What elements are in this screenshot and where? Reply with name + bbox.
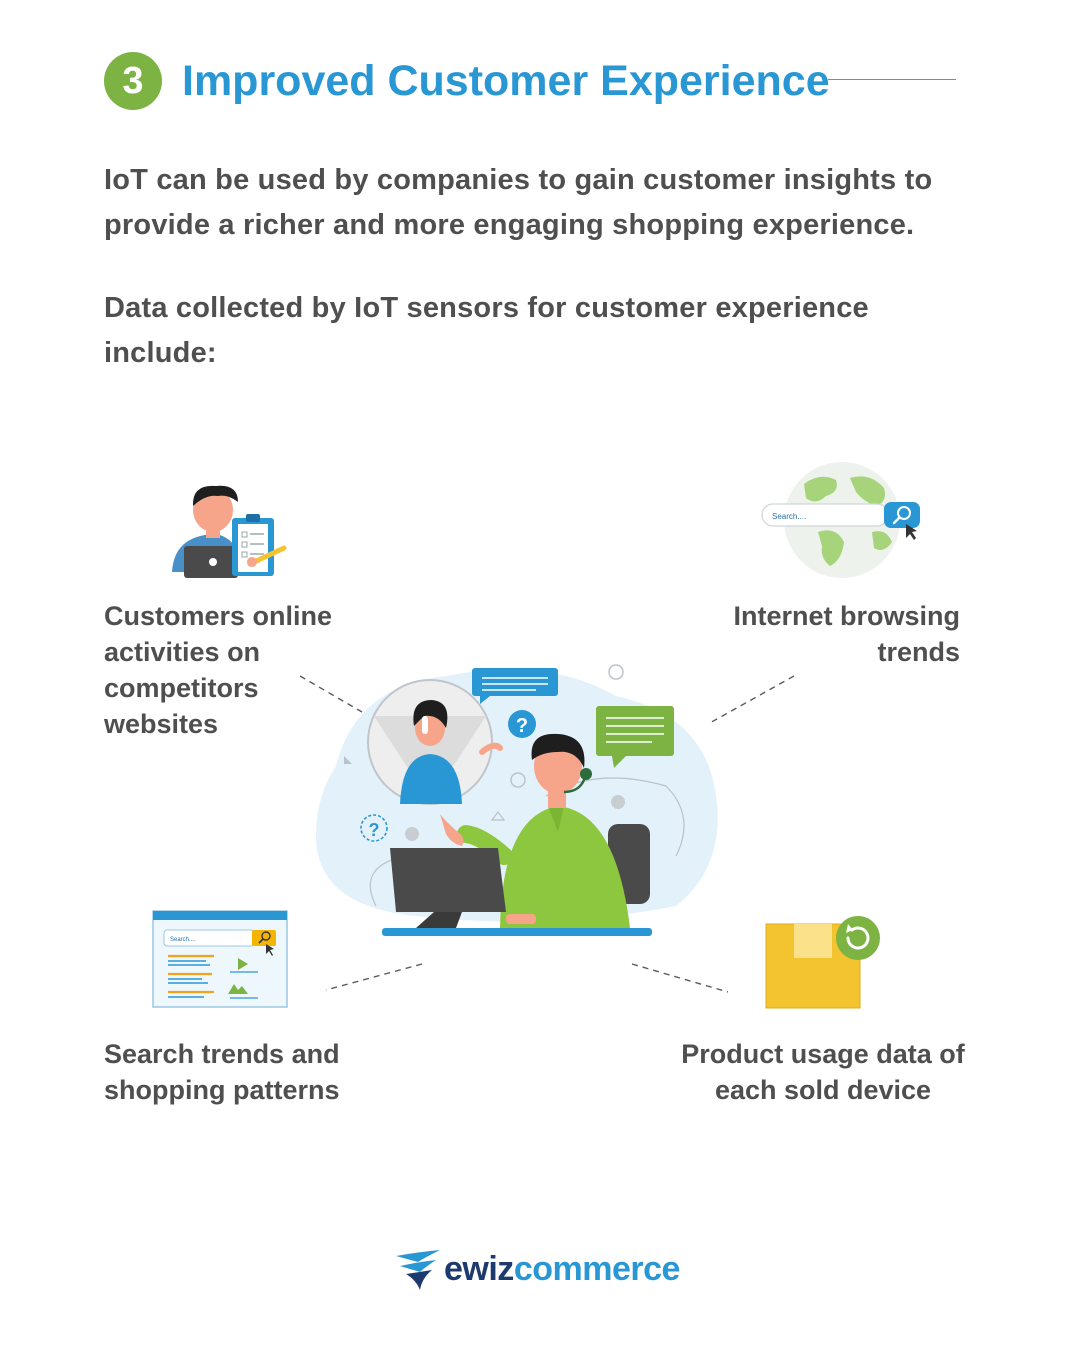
customer-support-illustration: ? ? bbox=[316, 664, 718, 936]
step-number-badge: 3 bbox=[104, 52, 162, 110]
box-refresh-icon bbox=[765, 916, 880, 1009]
person-laptop-clipboard-icon bbox=[172, 485, 287, 578]
globe-search-placeholder: Search.... bbox=[772, 512, 806, 521]
data-intro-paragraph: Data collected by IoT sensors for custom… bbox=[104, 292, 869, 369]
globe-search-icon: Search.... bbox=[761, 462, 920, 578]
ewiz-logo-mark bbox=[396, 1250, 440, 1290]
label-online-activities: Customers online activities on competito… bbox=[104, 601, 333, 739]
brand-wordmark-commerce: commerce bbox=[513, 1250, 681, 1288]
brand-wordmark-ewiz: ewiz bbox=[444, 1250, 514, 1288]
section-header: 3 Improved Customer Experience bbox=[104, 52, 956, 112]
results-search-placeholder: Search.... bbox=[170, 937, 196, 943]
svg-text:?: ? bbox=[369, 820, 380, 840]
brand-logo: ewizcommerce bbox=[394, 1248, 694, 1296]
section-title: Improved Customer Experience bbox=[182, 57, 830, 105]
intro-paragraph: IoT can be used by companies to gain cus… bbox=[104, 164, 933, 241]
label-search-trends: Search trends and shopping patterns bbox=[104, 1039, 340, 1105]
label-product-usage: Product usage data of each sold device bbox=[681, 1039, 965, 1105]
label-browsing-trends: Internet browsing trends bbox=[733, 601, 960, 667]
search-results-window-icon: Search.... bbox=[152, 910, 288, 1008]
svg-text:?: ? bbox=[516, 715, 528, 737]
brand-wordmark: ewizcommerce bbox=[444, 1250, 680, 1289]
title-divider bbox=[828, 79, 956, 80]
